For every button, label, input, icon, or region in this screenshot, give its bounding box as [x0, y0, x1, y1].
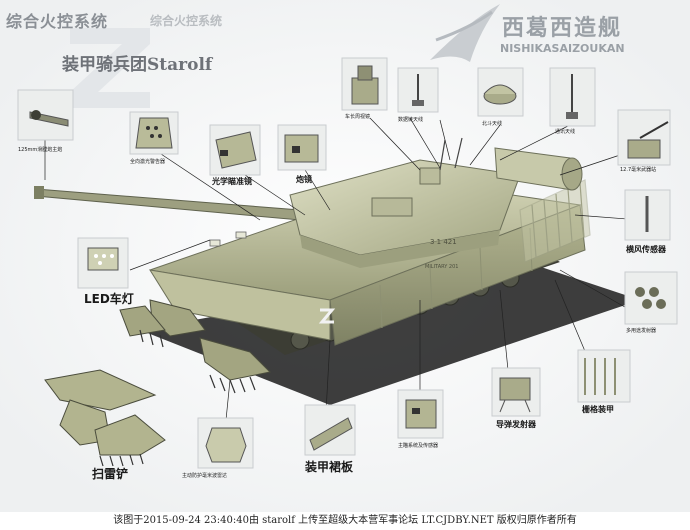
label-missile-launcher: 导弹发射器 — [496, 420, 536, 429]
hull-marking: MILITARY 201 — [425, 264, 458, 270]
gun-125-thumb — [17, 89, 74, 141]
label-gun-125: 125mm滑膛炮主炮 — [18, 147, 63, 153]
mine-plow-attached — [119, 299, 272, 381]
label-mg-127: 12.7毫米武器站 — [620, 167, 657, 173]
beidou-antenna-thumb — [477, 67, 524, 117]
commander-sight-thumb — [341, 57, 388, 111]
label-skirt-armor: 装甲裙板 — [305, 460, 354, 474]
label-wind-sensor: 横风传感器 — [626, 245, 666, 254]
label-launcher: 多用途发射器 — [626, 328, 657, 334]
label-slat-armor: 栅格装甲 — [582, 405, 614, 414]
optical-sight-thumb — [209, 124, 261, 176]
page-title: 综合火控系统 — [6, 12, 109, 31]
comm-antenna-thumb — [549, 67, 596, 127]
page-title-echo: 综合火控系统 — [150, 14, 223, 28]
skirt-armor-thumb — [304, 404, 356, 456]
label-beidou-antenna: 北斗天线 — [482, 121, 503, 127]
unit-name: 装甲骑兵团Starolf — [62, 55, 213, 75]
mg-127-thumb — [617, 109, 671, 166]
led-light-thumb — [77, 237, 129, 289]
label-commander-sight: 车长周视镜 — [345, 114, 371, 120]
mine-plow-detail — [44, 369, 166, 456]
wind-sensor-thumb — [624, 189, 671, 241]
slat-armor-thumb — [577, 349, 631, 403]
periscope-thumb — [277, 124, 327, 171]
label-datalink-antenna: 数据链天线 — [398, 117, 424, 123]
label-main-fcs: 主瞄系统及传感器 — [398, 443, 439, 449]
turret-marking: 3 1 421 — [430, 238, 457, 246]
label-periscope: 炮镜 — [296, 175, 312, 184]
launcher-thumb — [624, 271, 678, 325]
missile-launcher-thumb — [491, 367, 541, 417]
label-laser-warning: 全向激光警告器 — [130, 159, 166, 165]
laser-warning-thumb — [129, 111, 179, 155]
label-mine-plow: 扫雷铲 — [92, 467, 129, 481]
active-protection-thumb — [197, 417, 254, 469]
label-led-light: LED车灯 — [84, 292, 134, 306]
label-optical-sight: 光学瞄准镜 — [212, 177, 252, 186]
datalink-antenna-thumb — [397, 67, 439, 113]
label-active-protection: 主动防护毫米波雷达 — [182, 473, 228, 479]
logo-english: NISHIKASAIZOUKAN — [500, 42, 625, 55]
footer-credit: 该图于2015-09-24 23:40:40由 starolf 上传至超级大本营… — [113, 515, 577, 526]
logo-chinese: 西葛西造舰 — [502, 16, 623, 41]
main-fcs-thumb — [397, 389, 444, 439]
label-comm-antenna: 通讯天线 — [555, 129, 576, 135]
